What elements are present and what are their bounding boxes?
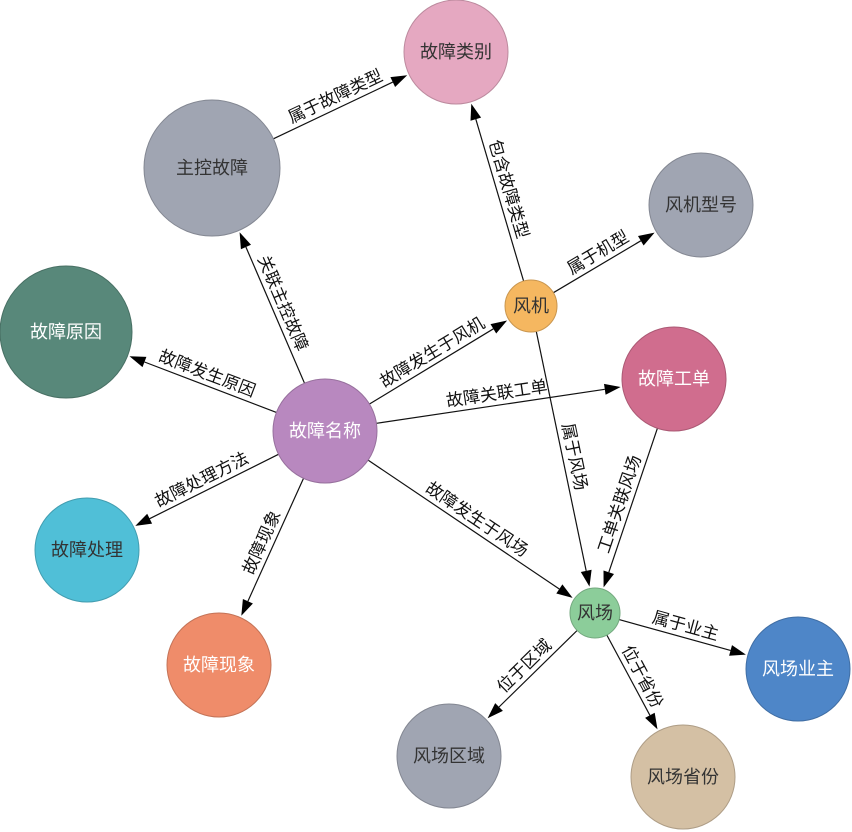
node-circle	[34, 497, 140, 603]
arrow-head	[239, 232, 251, 250]
edge-label: 故障发生于风机	[377, 313, 489, 392]
node-circle	[745, 616, 851, 722]
arrow-head	[490, 320, 508, 334]
node-label: 故障原因	[30, 322, 102, 343]
edge-fault_name-to-wind_farm: 故障发生于风场	[367, 459, 573, 598]
node-turbine_model[interactable]: 风机型号	[648, 152, 754, 258]
edge-label: 属于机型	[564, 227, 633, 279]
edge-label: 故障关联工单	[445, 377, 549, 412]
edge-label: 属于业主	[650, 608, 721, 645]
edge-wind_farm-to-wind_farm_province: 位于省份	[606, 634, 667, 730]
node-fault_category[interactable]: 故障类别	[403, 0, 509, 105]
edge-line	[498, 630, 578, 708]
node-circle	[621, 326, 727, 432]
node-label: 故障处理	[51, 540, 123, 561]
arrow-head	[487, 703, 503, 719]
node-circle	[272, 378, 378, 484]
edge-turbine-to-turbine_model: 属于机型	[553, 227, 655, 294]
edge-line	[618, 619, 731, 651]
edge-line	[247, 478, 305, 602]
node-label: 故障工单	[638, 369, 710, 390]
node-label: 风场业主	[762, 659, 834, 680]
node-fault_phenomenon[interactable]: 故障现象	[166, 612, 272, 718]
edge-label: 故障现象	[239, 508, 285, 578]
arrow-head	[470, 103, 482, 121]
edge-label: 故障发生于风场	[422, 478, 532, 561]
edge-label: 包含故障类型	[484, 138, 532, 241]
arrow-head	[241, 599, 253, 616]
edge-turbine-to-wind_farm: 属于风场	[535, 331, 592, 587]
node-circle	[0, 265, 133, 399]
edge-turbine-to-fault_category: 包含故障类型	[470, 103, 532, 282]
node-fault_workorder[interactable]: 故障工单	[621, 326, 727, 432]
arrow-head	[645, 712, 658, 730]
node-label: 风场省份	[647, 767, 719, 788]
edge-wind_farm-to-wind_farm_region: 位于区域	[487, 630, 578, 719]
edge-line	[475, 118, 525, 282]
arrow-head	[580, 569, 592, 587]
arrow-head	[729, 645, 746, 656]
arrow-head	[135, 513, 153, 526]
node-fault_cause[interactable]: 故障原因	[0, 265, 133, 399]
edge-fault_name-to-fault_workorder: 故障关联工单	[376, 377, 621, 424]
edge-line	[367, 459, 560, 590]
node-label: 主控故障	[176, 158, 248, 179]
arrow-head	[604, 383, 621, 395]
node-label: 故障现象	[183, 655, 255, 676]
edge-main_control_fault-to-fault_category: 属于故障类型	[273, 66, 408, 140]
node-circle	[403, 0, 509, 105]
edge-line	[273, 81, 394, 140]
edge-label: 故障处理方法	[152, 448, 252, 512]
edge-line	[149, 453, 279, 520]
node-label: 风场区域	[413, 746, 485, 767]
node-circle	[166, 612, 272, 718]
arrow-head	[556, 584, 573, 598]
node-wind_farm_region[interactable]: 风场区域	[396, 703, 502, 809]
edge-fault_name-to-fault_handling: 故障处理方法	[135, 448, 279, 526]
edge-label: 位于区域	[493, 636, 556, 698]
edge-fault_name-to-fault_phenomenon: 故障现象	[239, 478, 305, 616]
node-circle	[630, 724, 736, 830]
edge-line	[144, 361, 277, 413]
node-circle	[396, 703, 502, 809]
edge-line	[369, 328, 494, 405]
node-circle	[143, 99, 281, 237]
arrow-head	[638, 232, 655, 246]
node-circle	[648, 152, 754, 258]
edge-line	[376, 388, 605, 424]
node-circle	[504, 279, 558, 333]
node-wind_farm[interactable]: 风场	[569, 587, 621, 639]
arrow-head	[129, 356, 147, 368]
arrow-head	[390, 75, 408, 87]
node-main_control_fault[interactable]: 主控故障	[143, 99, 281, 237]
edge-line	[608, 428, 658, 573]
edge-label: 故障发生原因	[156, 347, 258, 402]
node-wind_farm_owner[interactable]: 风场业主	[745, 616, 851, 722]
edge-line	[553, 240, 642, 294]
edge-label: 关联主控故障	[253, 253, 312, 355]
node-label: 故障类别	[420, 42, 492, 63]
edge-fault_workorder-to-wind_farm: 工单关联风场	[594, 428, 658, 588]
edge-line	[245, 246, 306, 384]
edge-fault_name-to-main_control_fault: 关联主控故障	[239, 232, 312, 384]
edge-label: 属于故障类型	[285, 66, 386, 128]
node-wind_farm_province[interactable]: 风场省份	[630, 724, 736, 830]
node-circle	[569, 587, 621, 639]
node-fault_handling[interactable]: 故障处理	[34, 497, 140, 603]
arrow-head	[603, 570, 614, 588]
edge-line	[535, 331, 587, 572]
node-label: 故障名称	[289, 421, 361, 442]
node-label: 风机	[513, 296, 549, 317]
node-label: 风场	[577, 603, 613, 624]
node-turbine[interactable]: 风机	[504, 279, 558, 333]
node-label: 风机型号	[665, 195, 737, 216]
edge-line	[606, 634, 651, 716]
node-fault_name[interactable]: 故障名称	[272, 378, 378, 484]
edge-fault_name-to-fault_cause: 故障发生原因	[129, 347, 277, 413]
